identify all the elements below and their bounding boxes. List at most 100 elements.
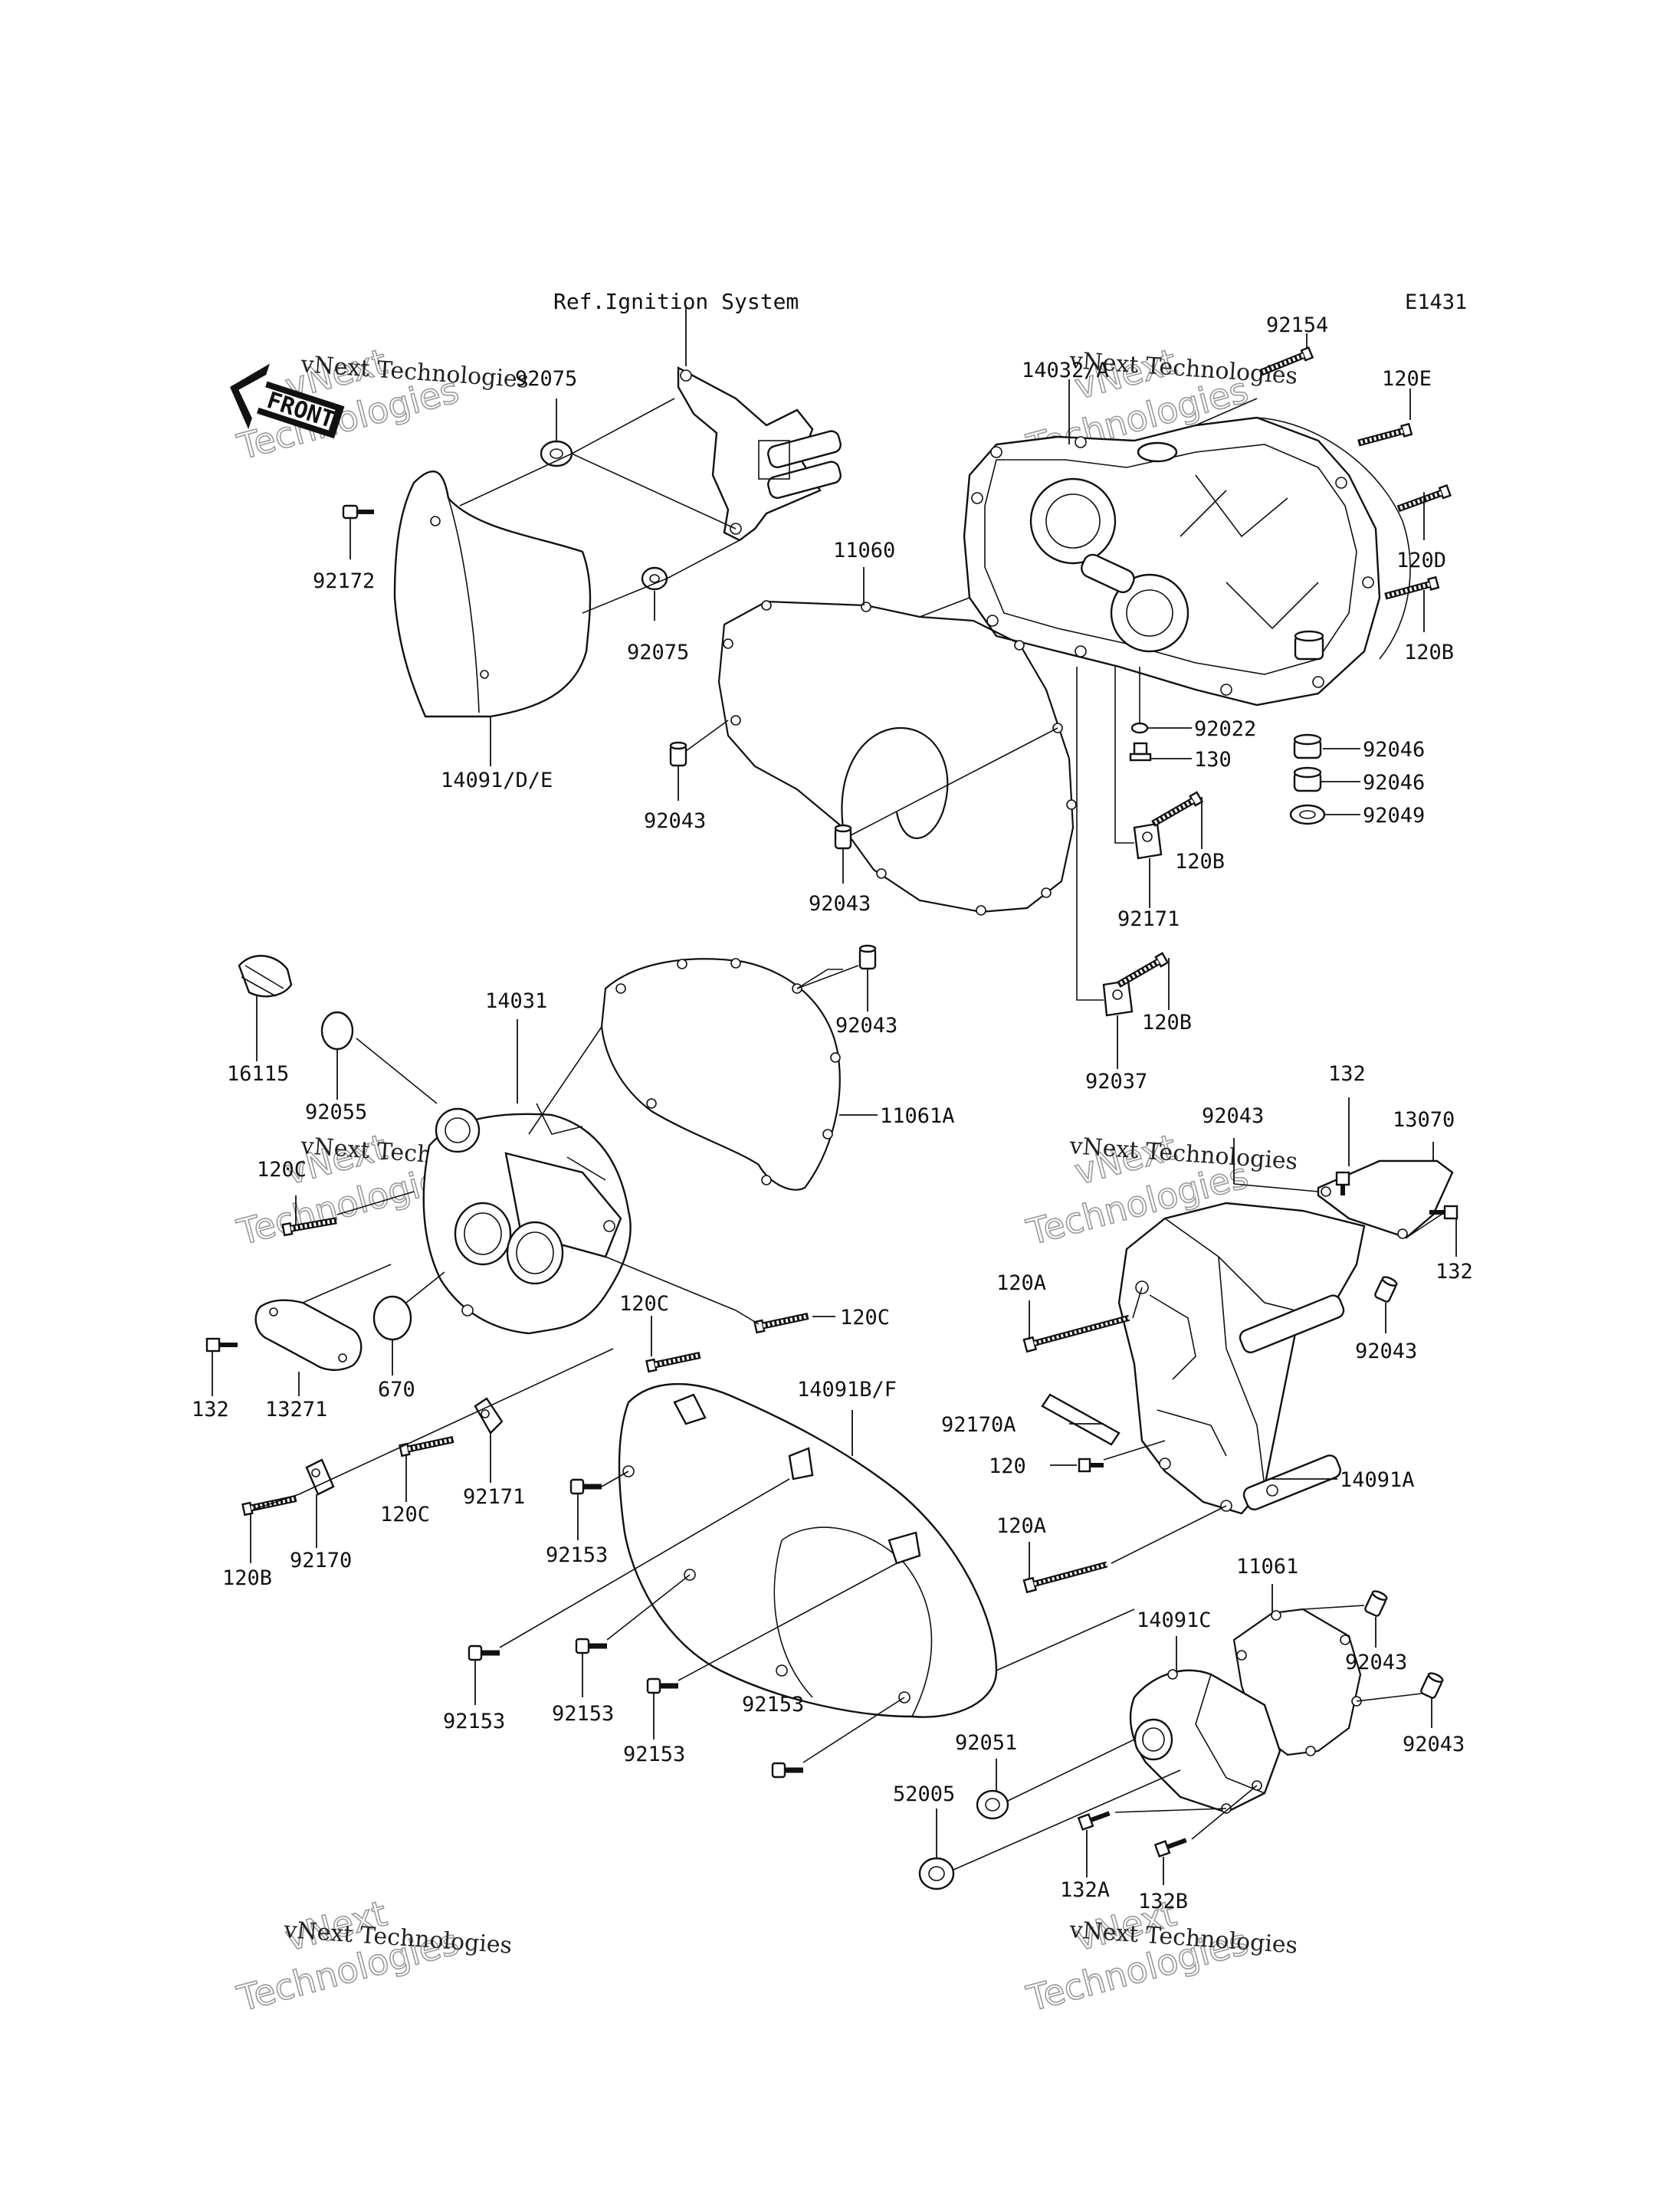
label-11061a[interactable]: 11061A: [880, 1104, 955, 1128]
cover-14091a: [1117, 1202, 1366, 1515]
label-670[interactable]: 670: [378, 1378, 415, 1402]
label-92171-a[interactable]: 92171: [1117, 907, 1180, 931]
screw-92172: [342, 504, 374, 520]
label-92043-c[interactable]: 92043: [835, 1014, 897, 1038]
label-130[interactable]: 130: [1194, 748, 1232, 772]
gasket-11060: [717, 600, 1077, 916]
dowel-92043-a: [669, 741, 687, 767]
label-92153-c[interactable]: 92153: [552, 1702, 614, 1726]
label-52005[interactable]: 52005: [893, 1782, 955, 1806]
screw-92153-a: [569, 1478, 602, 1495]
clamp-92037: [1102, 979, 1134, 1017]
diagram-code: E1431: [1405, 290, 1467, 314]
plug-92046-upper: [1294, 630, 1324, 661]
part-labels: 92154 14032/A 120E 120D 120B 92075 92075…: [192, 313, 1473, 1913]
label-92043-a[interactable]: 92043: [644, 809, 706, 833]
clamp-92170: [305, 1458, 335, 1496]
label-92171-b[interactable]: 92171: [463, 1485, 525, 1509]
label-14091c[interactable]: 14091C: [1137, 1608, 1212, 1632]
clamp-92171-upper: [1133, 822, 1163, 860]
label-14091-d-e[interactable]: 14091/D/E: [441, 769, 553, 792]
gasket-11061a: [600, 958, 841, 1191]
label-120c-a[interactable]: 120C: [257, 1158, 307, 1182]
label-92170[interactable]: 92170: [290, 1549, 352, 1572]
o-ring-92055: [320, 1011, 354, 1051]
label-11060[interactable]: 11060: [833, 539, 895, 562]
label-92043-f[interactable]: 92043: [1345, 1651, 1407, 1674]
outer-cover-14031: [422, 1103, 632, 1335]
bolt-130: [1129, 742, 1152, 762]
washer-92022: [1130, 722, 1149, 734]
label-92037[interactable]: 92037: [1085, 1070, 1147, 1094]
label-120e[interactable]: 120E: [1382, 367, 1432, 391]
label-132-b[interactable]: 132: [1328, 1062, 1366, 1086]
ignition-bracket: [677, 366, 842, 542]
label-14032-a[interactable]: 14032/A: [1022, 359, 1109, 382]
label-92043-e[interactable]: 92043: [1355, 1340, 1417, 1363]
label-92154[interactable]: 92154: [1266, 313, 1328, 337]
label-120a-a[interactable]: 120A: [996, 1271, 1046, 1295]
label-92022[interactable]: 92022: [1194, 717, 1256, 741]
plug-92046-b: [1293, 766, 1322, 792]
label-120a-b[interactable]: 120A: [996, 1514, 1046, 1538]
label-13271[interactable]: 13271: [265, 1398, 327, 1421]
label-14031[interactable]: 14031: [485, 989, 547, 1013]
label-92043-g[interactable]: 92043: [1403, 1733, 1465, 1756]
cover-14091b-f: [618, 1382, 998, 1718]
label-92049[interactable]: 92049: [1363, 804, 1425, 828]
inspection-cover-13271: [254, 1299, 363, 1371]
label-92046-b[interactable]: 92046: [1363, 771, 1425, 795]
label-92046-a[interactable]: 92046: [1363, 738, 1425, 762]
dowel-92043-c: [858, 944, 877, 970]
label-132-c[interactable]: 132: [1436, 1260, 1473, 1284]
label-92075-a[interactable]: 92075: [515, 367, 577, 391]
grommet-92075-a: [540, 440, 573, 467]
label-14091b-f[interactable]: 14091B/F: [797, 1378, 897, 1402]
clamp-92171-b: [474, 1397, 504, 1435]
label-92051[interactable]: 92051: [955, 1731, 1017, 1755]
seal-52005: [918, 1857, 955, 1890]
bolt-120c-c: [647, 1350, 701, 1372]
label-132a[interactable]: 132A: [1060, 1878, 1110, 1902]
bolt-120: [1078, 1458, 1104, 1473]
label-92075-b[interactable]: 92075: [627, 641, 689, 664]
label-92170a[interactable]: 92170A: [941, 1413, 1016, 1437]
label-11061[interactable]: 11061: [1236, 1555, 1298, 1579]
label-92055[interactable]: 92055: [305, 1100, 367, 1124]
label-120[interactable]: 120: [989, 1454, 1026, 1478]
label-16115[interactable]: 16115: [227, 1062, 289, 1086]
screw-132a: [1077, 1811, 1111, 1831]
screw-92153-b: [468, 1644, 500, 1661]
screw-132-a: [205, 1337, 238, 1353]
label-92043-b[interactable]: 92043: [809, 892, 871, 916]
label-132b[interactable]: 132B: [1138, 1890, 1188, 1913]
label-120b-c[interactable]: 120B: [1142, 1011, 1192, 1035]
label-14091a[interactable]: 14091A: [1340, 1468, 1415, 1492]
front-arrow-icon: FRONT: [230, 363, 345, 439]
screw-92153-e: [771, 1762, 803, 1779]
label-120c-d[interactable]: 120C: [380, 1503, 430, 1526]
bolt-120b-clamp-b: [1116, 953, 1168, 989]
label-120b-d[interactable]: 120B: [222, 1566, 272, 1590]
front-cover-14091-d-e: [393, 471, 592, 718]
label-92153-d[interactable]: 92153: [623, 1743, 685, 1766]
label-92153-e[interactable]: 92153: [742, 1693, 804, 1717]
dowel-92043-e: [1373, 1274, 1399, 1304]
label-92153-a[interactable]: 92153: [546, 1543, 608, 1567]
bolt-120e: [1357, 424, 1412, 448]
label-120b-a[interactable]: 120B: [1404, 641, 1454, 664]
label-132-a[interactable]: 132: [192, 1398, 229, 1421]
label-120c-c[interactable]: 120C: [840, 1306, 890, 1330]
reference-ignition-system: Ref.Ignition System: [553, 289, 799, 314]
plug-92046-a: [1293, 733, 1322, 759]
dowel-92043-b: [834, 824, 852, 850]
label-120d[interactable]: 120D: [1396, 549, 1446, 572]
label-92172[interactable]: 92172: [313, 569, 375, 593]
label-92153-b[interactable]: 92153: [443, 1710, 505, 1733]
label-120b-b[interactable]: 120B: [1175, 850, 1225, 874]
inner-cover-14032-a: [963, 416, 1411, 707]
oil-cap-16115: [238, 955, 293, 998]
label-92043-d[interactable]: 92043: [1202, 1104, 1264, 1128]
label-120c-b[interactable]: 120C: [619, 1292, 669, 1316]
label-13070[interactable]: 13070: [1393, 1108, 1455, 1132]
